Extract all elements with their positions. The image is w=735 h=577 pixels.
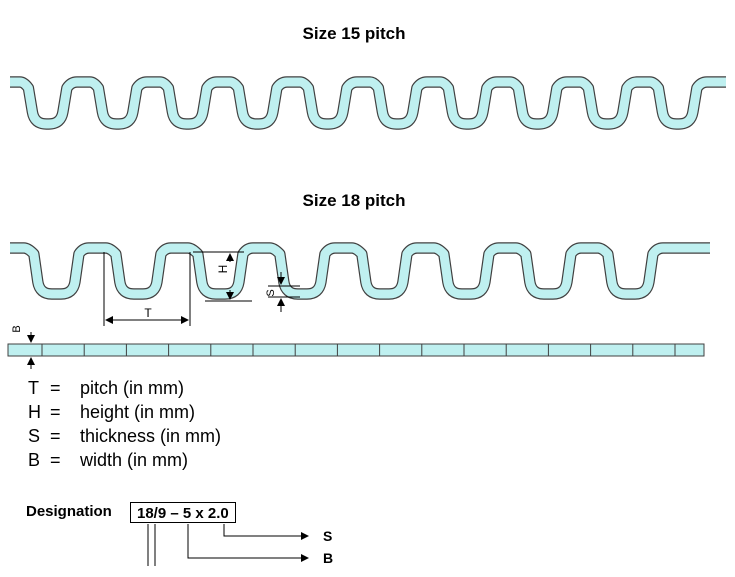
size-18-spring-strip-fill [10, 243, 710, 299]
dimension-b-label: B [11, 325, 23, 332]
title-size-15: Size 15 pitch [302, 24, 406, 43]
dimension-h [193, 251, 252, 302]
designation-label: Designation [26, 503, 112, 520]
dimension-s-label: S [265, 289, 277, 296]
dimension-h-label: H [216, 265, 230, 274]
top-view-bar [7, 343, 705, 357]
dimension-s [268, 272, 300, 312]
designation-value-box: 18/9 – 5 x 2.0 [130, 502, 236, 523]
legend-row-s: S=thickness (in mm) [28, 426, 222, 446]
size-15-spring-strip-fill [10, 77, 726, 129]
dimension-t [103, 252, 191, 326]
designation-arrow-b-label: B [323, 550, 334, 566]
legend-row-h: H=height (in mm) [28, 402, 196, 422]
designation-leaders [147, 524, 309, 566]
legend-row-b: B=width (in mm) [28, 450, 189, 470]
dimension-t-label: T [144, 306, 152, 320]
title-size-18: Size 18 pitch [302, 191, 406, 210]
legend-row-t: T=pitch (in mm) [28, 378, 185, 398]
designation-arrow-s-label: S [323, 528, 333, 544]
